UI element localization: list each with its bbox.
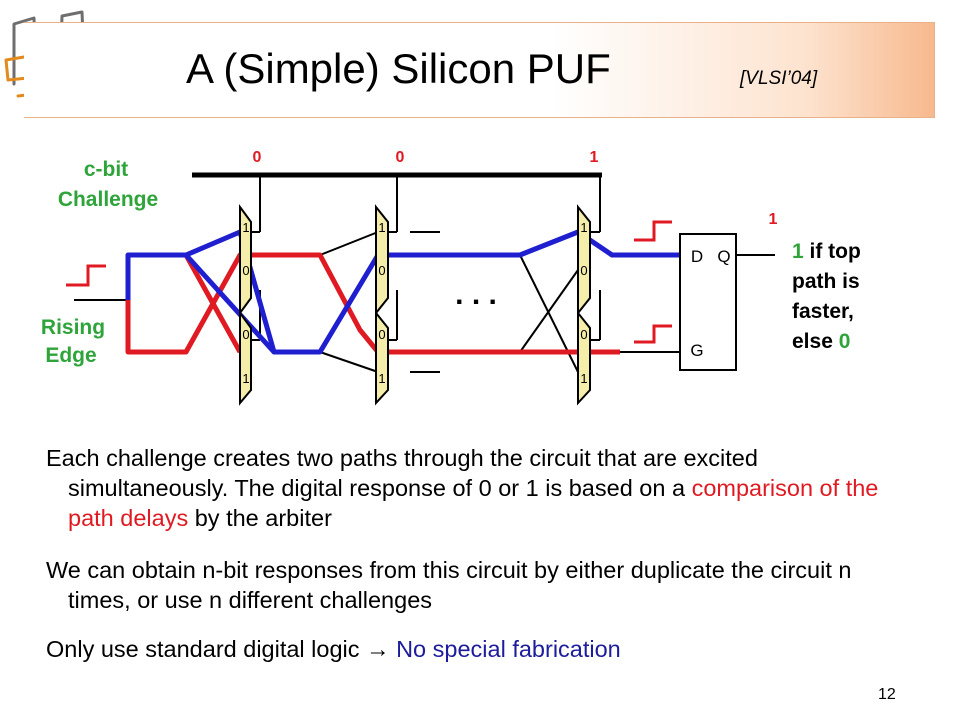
mux-stage-2	[375, 204, 389, 406]
stage-ellipsis: . . .	[455, 278, 497, 311]
mux-stage-1	[239, 203, 252, 406]
arbiter-q-label: Q	[717, 247, 730, 266]
result-line-4: else 0	[792, 330, 850, 353]
p1-highlight: comparison of the path delays	[68, 475, 879, 531]
rising-edge-input-icon	[66, 264, 106, 287]
output-bit: 1	[769, 211, 778, 228]
result-value-zero: 0	[839, 330, 851, 353]
challenge-bus	[192, 172, 602, 341]
bullet-paragraph-2: We can obtain n-bit responses from this …	[46, 557, 852, 613]
mux2-bottom-label-0: 0	[378, 327, 385, 342]
result-line-1: 1 if top	[792, 240, 861, 263]
mux-stage-3	[577, 204, 591, 406]
title-bar	[24, 22, 935, 118]
arbiter-latch	[679, 233, 737, 371]
result-line-1-text: if top	[804, 240, 861, 263]
mux1-top-label-0: 0	[242, 263, 249, 278]
rising-edge-bottom-icon	[634, 324, 672, 344]
inactive-wires	[74, 231, 775, 373]
blue-path	[125, 229, 241, 300]
rising-edge-top-icon	[634, 220, 672, 242]
mux1-top-label-1: 1	[242, 220, 249, 235]
result-line-3: faster,	[792, 300, 854, 323]
p3-text-before: Only use standard digital logic	[46, 636, 367, 662]
challenge-bit-1: 0	[253, 149, 262, 166]
challenge-label-line2: Challenge	[58, 188, 158, 211]
mux1-bottom-label-1: 1	[242, 371, 249, 386]
result-value-one: 1	[792, 240, 804, 263]
challenge-bit-3: 1	[590, 149, 599, 166]
arbiter-g-label: G	[690, 341, 703, 360]
arrow-icon: →	[366, 636, 390, 662]
rising-label-line2: Edge	[45, 344, 96, 367]
challenge-bit-2: 0	[396, 149, 405, 166]
page-number: 12	[878, 686, 896, 703]
blue-path-stage1	[184, 253, 276, 354]
result-line-2: path is	[792, 270, 860, 293]
mux2-bottom-label-1: 1	[378, 371, 385, 386]
mux3-bottom-label-1: 1	[580, 371, 587, 386]
red-path-segment	[183, 253, 243, 354]
bullet-paragraph-1: Each challenge creates two paths through…	[46, 443, 916, 533]
slide-title: A (Simple) Silicon PUF	[186, 45, 611, 92]
p1-text-after: by the arbiter	[188, 505, 332, 531]
mux2-top-label-0: 0	[378, 263, 385, 278]
bullet-paragraph-3: Only use standard digital logic → No spe…	[46, 634, 916, 664]
mux3-top-label-1: 1	[580, 220, 587, 235]
rising-label-line1: Rising	[41, 316, 105, 339]
citation: [VLSI’04]	[740, 68, 818, 89]
mux3-top-label-0: 0	[580, 263, 587, 278]
mux2-top-label-1: 1	[378, 220, 385, 235]
arbiter-d-label: D	[691, 247, 703, 266]
result-line-4-text: else	[792, 330, 839, 353]
challenge-label-line1: c-bit	[84, 158, 128, 181]
mux3-bottom-label-0: 0	[580, 327, 587, 342]
p1-text-before: Each challenge creates two paths through…	[46, 445, 758, 501]
blue-path-cross	[237, 229, 680, 355]
mux1-bottom-label-0: 0	[242, 327, 249, 342]
p3-highlight: No special fabrication	[389, 636, 621, 662]
puf-circuit-diagram: c-bit Challenge Rising Edge 0 0 1	[41, 149, 861, 406]
